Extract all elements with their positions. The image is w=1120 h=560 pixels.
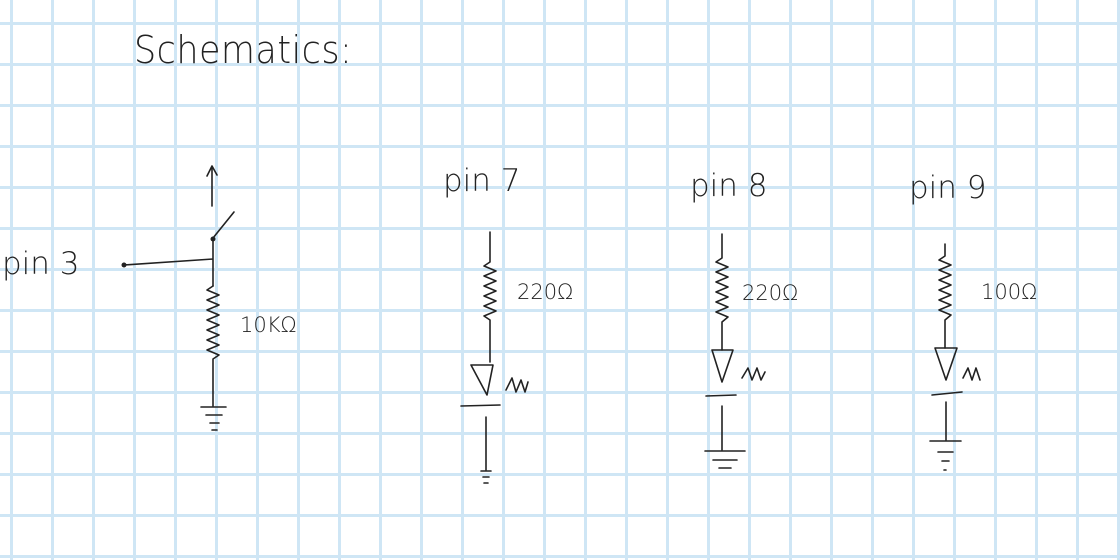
- pin9-label: pin 9: [909, 170, 987, 206]
- pin3-dot: [121, 262, 127, 268]
- led-icon-pin9: [934, 347, 958, 381]
- ground-icon-pin9: [929, 440, 962, 471]
- vcc-arrow-icon: [206, 165, 218, 207]
- resistor-icon-pin8: [715, 233, 729, 351]
- led-circuit-pin9: [929, 243, 981, 471]
- resistor-value-pin8: 220Ω: [742, 281, 799, 305]
- resistor-icon-pin9: [938, 243, 952, 349]
- resistor-icon-pin7: [483, 231, 497, 363]
- led-bar-pin8: [705, 394, 737, 397]
- switch-icon: [212, 211, 235, 239]
- led-circuit-pin7: [460, 231, 529, 484]
- ground-icon-pin7: [480, 470, 492, 484]
- resistor-value-pin9: 100Ω: [981, 280, 1038, 304]
- switch-circuit: [121, 165, 235, 431]
- led-icon-pin7: [470, 364, 494, 396]
- pin3-wire: [123, 238, 214, 287]
- led-light-icon-pin8: [741, 367, 766, 381]
- led-light-icon-pin9: [962, 367, 981, 381]
- led-bar-pin7: [460, 404, 501, 407]
- led-circuit-pin8: [704, 233, 766, 469]
- page-title: Schematics:: [134, 28, 353, 72]
- ground-icon-pin3: [200, 406, 227, 431]
- resistor-value-10k: 10KΩ: [240, 313, 297, 337]
- resistor-value-pin7: 220Ω: [517, 280, 574, 304]
- pulldown-resistor-icon: [206, 285, 220, 407]
- led-icon-pin8: [711, 349, 734, 383]
- led-bar-pin9: [931, 391, 963, 396]
- pin7-label: pin 7: [443, 163, 521, 199]
- pin8-label: pin 8: [690, 168, 768, 204]
- ground-icon-pin8: [704, 450, 746, 469]
- led-light-icon-pin7: [505, 377, 529, 393]
- pin3-label: pin 3: [2, 246, 80, 282]
